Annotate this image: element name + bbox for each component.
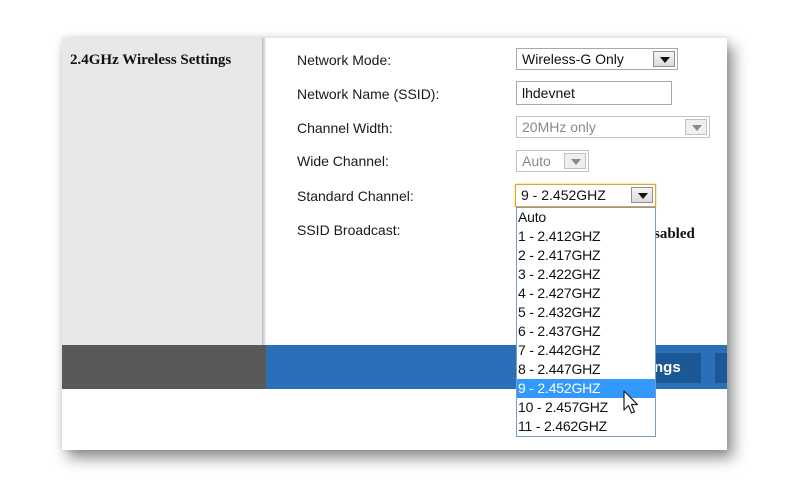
ssid-broadcast-label: SSID Broadcast: [297,222,401,238]
footer-bar-left [62,345,266,389]
save-settings-label: ngs [654,359,681,376]
channel-option[interactable]: 3 - 2.422GHZ [518,266,601,282]
network-name-input[interactable]: lhdevnet [516,81,672,105]
network-mode-label: Network Mode: [297,52,392,68]
footer-bar: ngs [266,345,727,389]
channel-option[interactable]: 7 - 2.442GHZ [518,342,601,358]
channel-option[interactable]: 10 - 2.457GHZ [518,399,608,415]
standard-channel-label: Standard Channel: [297,188,414,204]
standard-channel-dropdown-list[interactable]: Auto 1 - 2.412GHZ 2 - 2.417GHZ 3 - 2.422… [516,207,656,437]
network-name-label: Network Name (SSID): [297,86,440,102]
channel-width-value: 20MHz only [522,119,596,135]
wide-channel-value: Auto [522,153,551,169]
channel-option[interactable]: 5 - 2.432GHZ [518,304,601,320]
channel-option-highlighted[interactable]: 9 - 2.452GHZ [517,379,655,398]
wide-channel-label: Wide Channel: [297,153,389,169]
network-mode-value: Wireless-G Only [522,51,624,67]
channel-option[interactable]: 11 - 2.462GHZ [518,418,607,434]
channel-option[interactable]: 1 - 2.412GHZ [518,228,601,244]
channel-width-label: Channel Width: [297,120,393,136]
chevron-down-icon[interactable] [653,51,675,67]
ssid-broadcast-disabled-option[interactable]: sabled [654,226,695,242]
channel-option[interactable]: Auto [518,209,546,225]
cancel-button[interactable] [715,353,727,383]
section-title: 2.4GHz Wireless Settings [70,52,232,68]
network-mode-select[interactable]: Wireless-G Only [516,48,678,70]
standard-channel-value: 9 - 2.452GHZ [521,187,606,203]
channel-option[interactable]: 2 - 2.417GHZ [518,247,601,263]
chevron-down-icon[interactable] [685,119,707,135]
channel-option[interactable]: 8 - 2.447GHZ [518,361,601,377]
chevron-down-icon[interactable] [631,187,653,203]
mouse-pointer-icon [623,390,639,414]
router-settings-panel: 2.4GHz Wireless Settings Network Mode: W… [62,38,727,450]
channel-option[interactable]: 4 - 2.427GHZ [518,285,601,301]
chevron-down-icon[interactable] [564,153,586,169]
standard-channel-select[interactable]: 9 - 2.452GHZ [515,184,656,207]
wide-channel-select[interactable]: Auto [516,150,589,172]
channel-width-select[interactable]: 20MHz only [516,116,710,138]
sidebar-divider [262,38,266,345]
section-sidebar: 2.4GHz Wireless Settings [62,38,264,345]
channel-option[interactable]: 6 - 2.437GHZ [518,323,601,339]
